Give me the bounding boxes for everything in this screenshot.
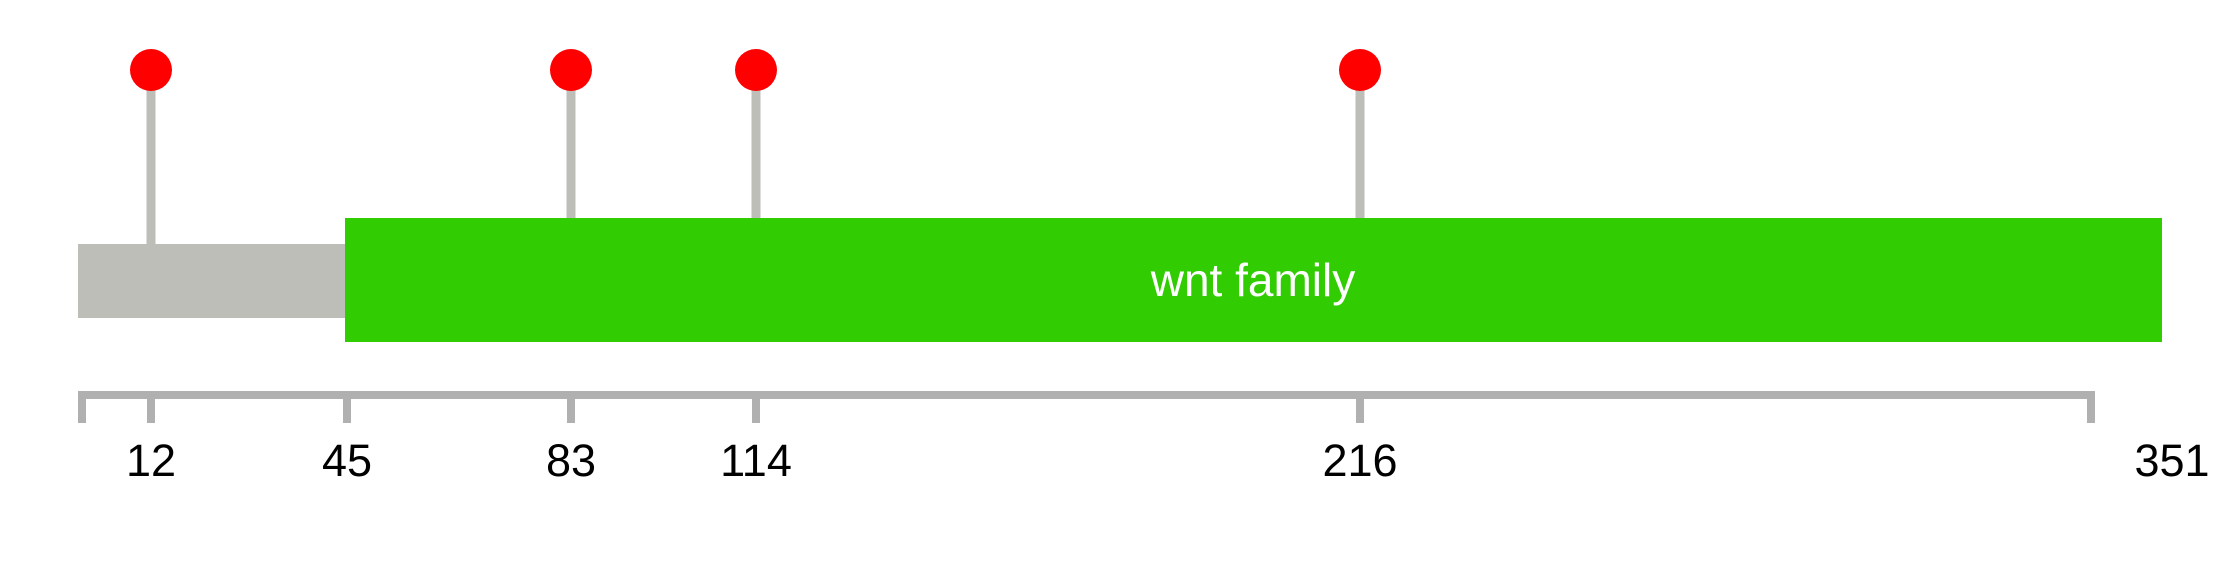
lollipop-stems xyxy=(146,70,1365,260)
domain-wnt-family[interactable]: wnt family xyxy=(345,218,2162,342)
lollipop-stem-114 xyxy=(751,70,761,235)
lollipop-stem-12 xyxy=(146,70,156,260)
axis-tick-label-12: 12 xyxy=(126,435,176,486)
lollipop-marker-216[interactable] xyxy=(1339,49,1381,91)
lollipop-markers[interactable] xyxy=(130,49,1381,91)
lollipop-marker-12[interactable] xyxy=(130,49,172,91)
lollipop-stem-216 xyxy=(1355,70,1365,235)
domain-wnt-family-label: wnt family xyxy=(1150,254,1355,306)
axis-tick-12 xyxy=(147,391,155,423)
axis-line xyxy=(78,391,2095,399)
axis-tick-label-216: 216 xyxy=(1322,435,1397,486)
axis-tick-351 xyxy=(2087,391,2095,423)
axis-tick-label-351: 351 xyxy=(2134,435,2209,486)
axis-tick-label-45: 45 xyxy=(322,435,372,486)
axis-tick-label-83: 83 xyxy=(546,435,596,486)
axis-tick-start xyxy=(78,391,86,423)
coordinate-axis xyxy=(78,391,2095,423)
lollipop-stem-83 xyxy=(566,70,576,235)
axis-tick-label-114: 114 xyxy=(720,435,792,486)
axis-tick-114 xyxy=(752,391,760,423)
axis-tick-labels: 12 45 83 114 216 351 xyxy=(126,435,2210,486)
axis-tick-216 xyxy=(1356,391,1364,423)
domain-wnt-family-rect[interactable] xyxy=(345,218,2162,342)
axis-tick-45 xyxy=(343,391,351,423)
lollipop-marker-114[interactable] xyxy=(735,49,777,91)
axis-tick-83 xyxy=(567,391,575,423)
lollipop-marker-83[interactable] xyxy=(550,49,592,91)
